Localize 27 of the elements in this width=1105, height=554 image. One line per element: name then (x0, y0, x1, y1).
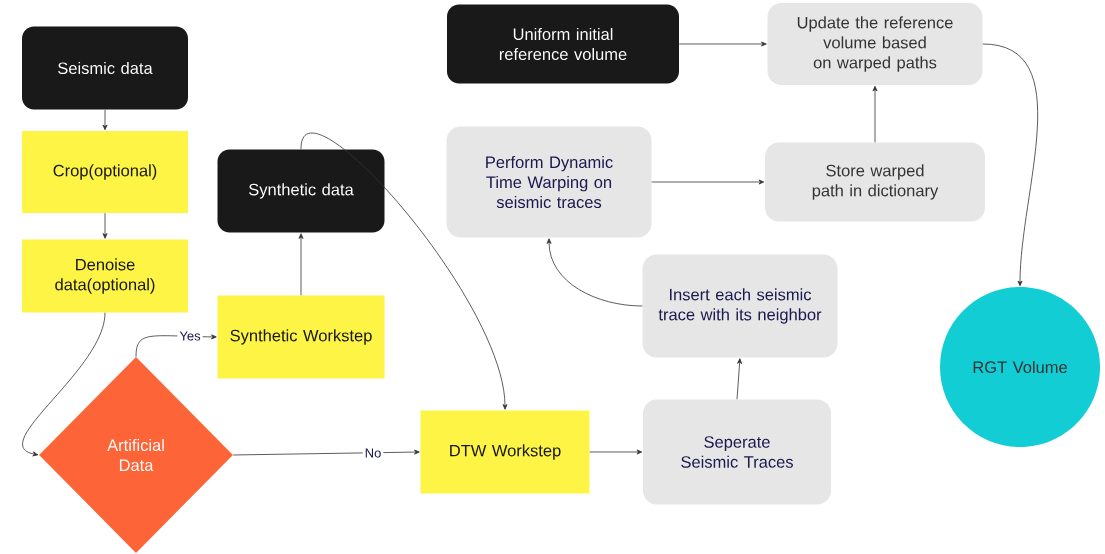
data-box: Uniform initial reference volume (447, 4, 679, 84)
process-box: Perform Dynamic Time Warping on seismic traces (446, 126, 652, 238)
arrow (232, 449, 420, 456)
arrow (102, 109, 108, 131)
arrow (736, 358, 743, 400)
data-box: Seismic data (22, 26, 188, 110)
arrow (651, 179, 765, 185)
process-box: Insert each seismic trace with its neighbor (642, 254, 838, 358)
arrow (678, 41, 767, 47)
arrow (589, 449, 643, 455)
data-box: Synthetic data (217, 149, 385, 233)
process-box: Store warped path in dictionary (765, 142, 985, 222)
arrow (102, 212, 108, 239)
process-box: DTW Workstep (420, 410, 590, 494)
process-box: Denoise data(optional) (22, 239, 188, 313)
arrow (546, 238, 643, 307)
edge-label: No (362, 446, 384, 460)
arrow (300, 133, 508, 410)
process-box: Seperate Seismic Traces (643, 399, 831, 505)
edge-label: Yes (177, 329, 203, 343)
arrow (298, 233, 304, 296)
process-box: Crop(optional) (22, 131, 188, 213)
process-box: Update the reference volume based on warped paths (767, 3, 983, 85)
process-box: Synthetic Workstep (217, 295, 385, 379)
arrow (872, 85, 878, 143)
arrow (982, 43, 1038, 287)
arrow (22, 312, 106, 457)
